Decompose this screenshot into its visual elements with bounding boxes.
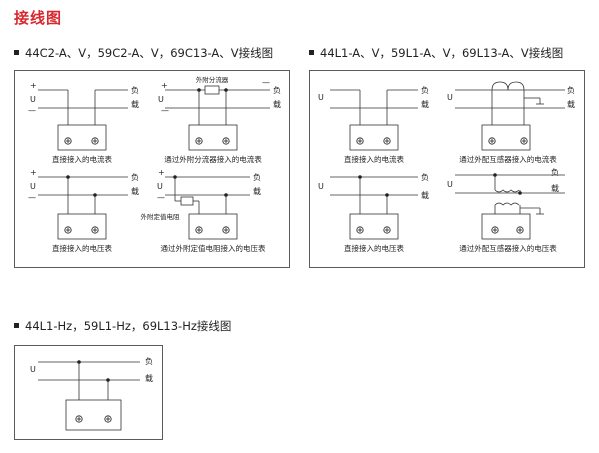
load-label-1: 负 xyxy=(567,85,575,95)
fixed-resistor xyxy=(180,196,194,206)
diagram-ac-direct-ammeter xyxy=(330,89,418,151)
terminal-icon xyxy=(222,226,230,234)
terminal-icon xyxy=(104,415,112,423)
terminal-icon xyxy=(64,137,72,145)
ct-coil xyxy=(491,81,509,91)
diagram-resistor-voltmeter xyxy=(165,176,250,240)
diagram-caption: 通过外附定值电阻接入的电压表 xyxy=(161,243,266,253)
section-frame-hz xyxy=(14,345,163,440)
diagram-ac-direct-voltmeter xyxy=(330,176,418,240)
load-label-1: 负 xyxy=(551,167,559,177)
diagram-caption: 通过外配互感器接入的电流表 xyxy=(459,154,557,164)
component-label: 外附分流器 xyxy=(196,75,229,84)
load-label-2: 载 xyxy=(131,99,139,109)
u-label: U xyxy=(447,93,453,102)
terminal-icon xyxy=(91,137,99,145)
diagram-direct-voltmeter xyxy=(38,176,128,240)
load-label-1: 负 xyxy=(273,85,281,95)
diagram-pt-voltmeter xyxy=(455,174,565,240)
shunt-resistor xyxy=(204,85,220,95)
minus-label: — xyxy=(157,193,165,202)
section-frame-dc xyxy=(14,70,290,268)
u-label: U xyxy=(318,93,324,102)
plus-label: + xyxy=(30,168,37,177)
terminal-icon xyxy=(356,226,364,234)
diagram-caption: 直接接入的电流表 xyxy=(344,154,404,164)
diagram-caption: 通过外附分流器接入的电流表 xyxy=(164,154,262,164)
load-label-2: 载 xyxy=(421,99,429,109)
u-label: U xyxy=(158,95,164,104)
terminal-icon xyxy=(383,137,391,145)
load-label-1: 负 xyxy=(131,172,139,182)
component-label: 外附定值电阻 xyxy=(141,212,181,221)
load-label-1: 负 xyxy=(421,172,429,182)
terminal-icon xyxy=(356,137,364,145)
diagram-frequency-meter xyxy=(38,361,140,431)
load-label-2: 载 xyxy=(421,190,429,200)
load-label-2: 载 xyxy=(145,373,153,383)
plus-label: + xyxy=(161,81,168,90)
load-label-1: 负 xyxy=(253,172,261,182)
u-label: U xyxy=(447,180,453,189)
terminal-icon xyxy=(64,226,72,234)
u-label: U xyxy=(30,365,36,374)
page-title: 接线图 xyxy=(14,9,63,27)
terminal-icon xyxy=(75,415,83,423)
minus-label: — xyxy=(28,193,36,202)
terminal-icon xyxy=(91,226,99,234)
plus-label: + xyxy=(158,168,165,177)
plus-label: + xyxy=(30,81,37,90)
load-label-1: 负 xyxy=(421,85,429,95)
terminal-icon xyxy=(195,137,203,145)
terminal-icon xyxy=(491,226,499,234)
load-label-1: 负 xyxy=(145,356,153,366)
section-heading-dc: 44C2-A、V，59C2-A、V，69C13-A、V接线图 xyxy=(14,45,273,61)
section-heading-text: 44C2-A、V，59C2-A、V，69C13-A、V接线图 xyxy=(25,46,274,60)
terminal-icon xyxy=(195,226,203,234)
bullet-square-icon xyxy=(309,50,314,55)
section-frame-ac xyxy=(309,70,585,268)
u-label: U xyxy=(30,95,36,104)
terminal-icon xyxy=(222,137,230,145)
diagram-caption: 直接接入的电压表 xyxy=(344,243,404,253)
diagram-caption: 直接接入的电压表 xyxy=(52,243,112,253)
diagram-direct-ammeter xyxy=(38,89,128,151)
section-heading-text: 44L1-Hz，59L1-Hz，69L13-Hz接线图 xyxy=(25,319,232,333)
terminal-icon xyxy=(516,226,524,234)
minus-label: — xyxy=(262,78,270,87)
minus-label: — xyxy=(161,106,169,115)
bullet-square-icon xyxy=(14,50,19,55)
terminal-icon xyxy=(383,226,391,234)
section-heading-text: 44L1-A、V，59L1-A、V，69L13-A、V接线图 xyxy=(320,46,564,60)
terminal-icon xyxy=(520,137,528,145)
pt-secondary-coil xyxy=(494,202,520,206)
load-label-2: 载 xyxy=(253,186,261,196)
diagram-caption: 通过外配互感器接入的电压表 xyxy=(459,243,557,253)
diagram-ct-ammeter xyxy=(455,81,565,151)
load-label-2: 载 xyxy=(131,186,139,196)
bullet-square-icon xyxy=(14,323,19,328)
minus-label: — xyxy=(28,106,36,115)
pt-primary-coil xyxy=(494,189,520,193)
terminal-icon xyxy=(488,137,496,145)
u-label: U xyxy=(318,182,324,191)
section-heading-hz: 44L1-Hz，59L1-Hz，69L13-Hz接线图 xyxy=(14,318,231,334)
load-label-2: 载 xyxy=(551,183,559,193)
u-label: U xyxy=(30,182,36,191)
load-label-1: 负 xyxy=(131,85,139,95)
diagram-caption: 直接接入的电流表 xyxy=(52,154,112,164)
diagram-shunt-ammeter xyxy=(165,85,270,151)
u-label: U xyxy=(157,182,163,191)
load-label-2: 载 xyxy=(273,99,281,109)
load-label-2: 载 xyxy=(567,99,575,109)
section-heading-ac: 44L1-A、V，59L1-A、V，69L13-A、V接线图 xyxy=(309,45,563,61)
